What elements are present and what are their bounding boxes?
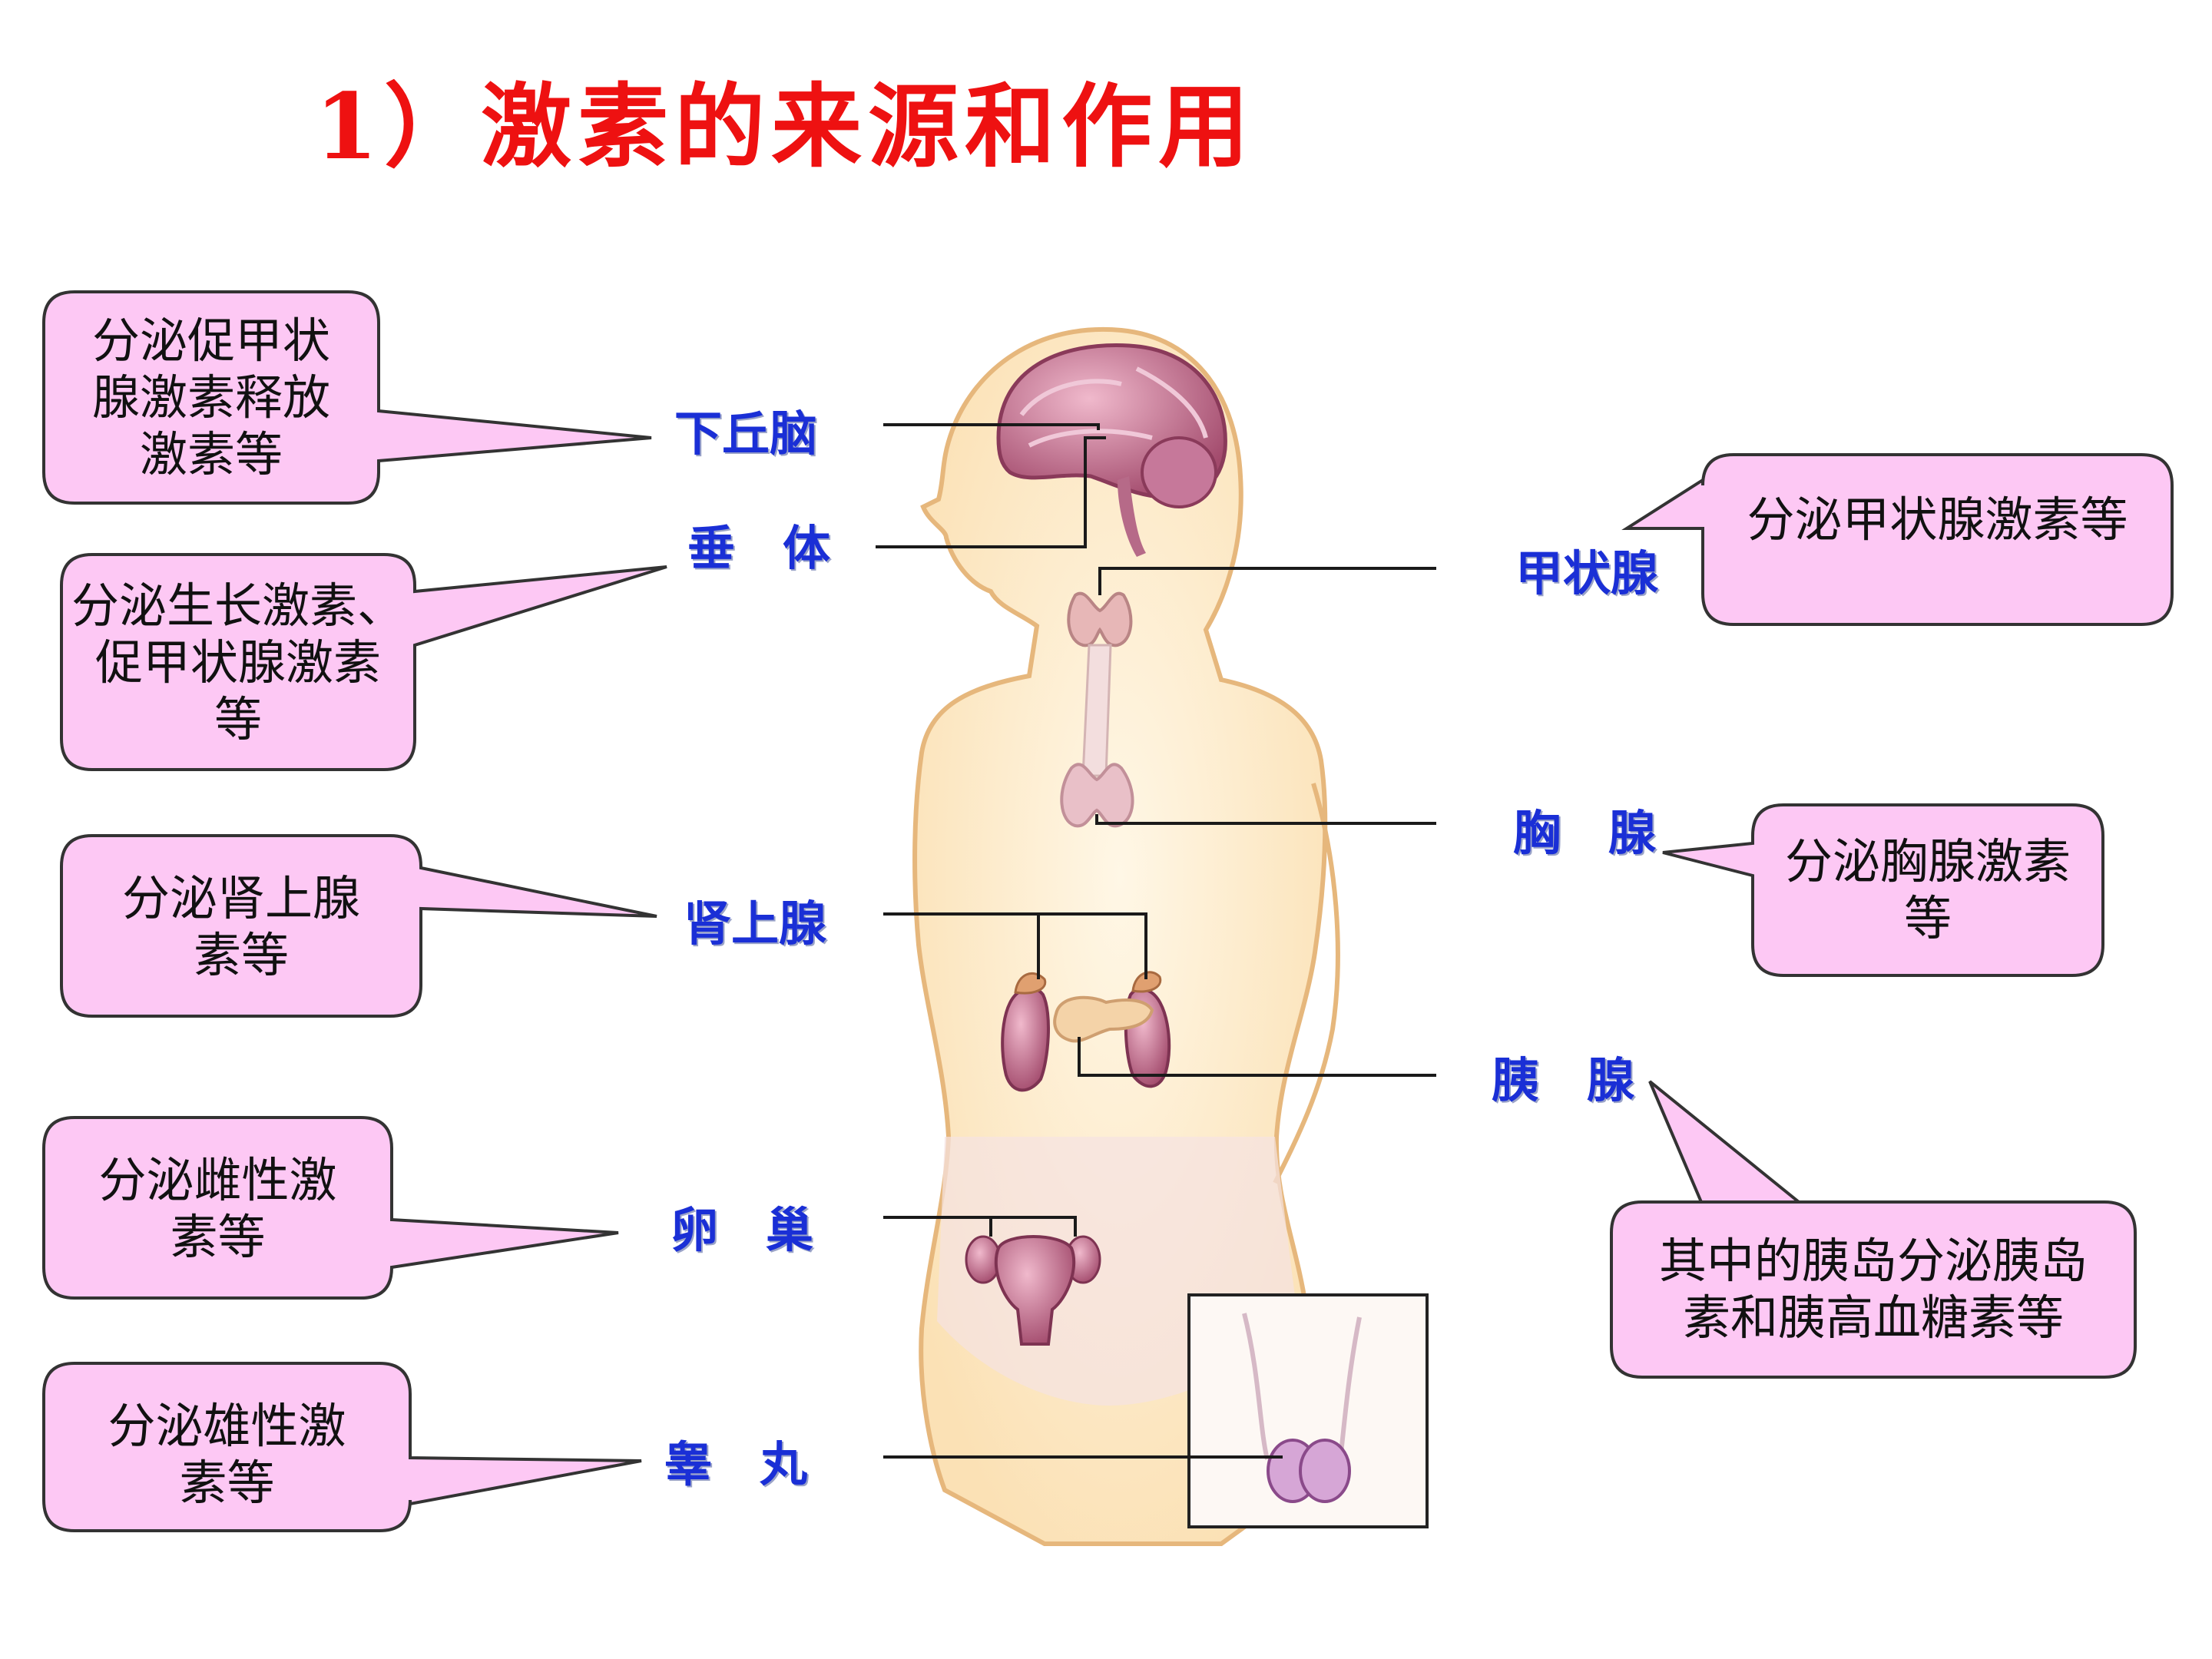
ovary-leader [883,1216,1077,1237]
thymus-label: 胸 腺 [1513,805,1657,861]
cerebellum [1141,436,1217,508]
pancreas-leader [1078,1037,1436,1077]
hypothalamus-label: 下丘脑 [674,406,818,462]
left-kidney [1001,986,1050,1092]
thyroid-gland [1067,591,1133,647]
thymus-callout-shape [1662,803,2104,977]
thymus-function-text: 分泌胸腺激素 等 [1784,833,2071,946]
pituitary-leader [876,436,1106,548]
trachea [1081,644,1112,777]
pancreas-function-text: 其中的胰岛分泌胰岛 素和胰高血糖素等 [1658,1233,2088,1346]
thyroid-callout-shape [1621,453,2174,626]
ovary-function-text: 分泌雌性激 素等 [98,1152,337,1265]
hypothalamus-function-text: 分泌促甲状 腺激素释放 激素等 [91,313,330,482]
ovary-label: 卵 巢 [671,1202,814,1258]
thyroid-label: 甲状腺 [1515,545,1659,601]
ovary-callout-shape [42,1116,619,1300]
thymus-leader [1095,814,1436,825]
brainstem [1118,476,1146,557]
brain-folds [1019,366,1208,448]
adrenal-leader [883,912,1147,979]
right-testis [1299,1439,1351,1503]
leader-lines [876,423,1436,1459]
pituitary-label: 垂 体 [687,520,831,576]
pancreas-callout-shape [1610,1080,2137,1379]
testis-function-text: 分泌雄性激 素等 [108,1398,346,1511]
pituitary-callout-shape [60,553,667,771]
right-adrenal [1131,971,1162,993]
hypothalamus-leader [883,423,1100,430]
arm-outline [1273,783,1340,1184]
thymus-gland [1060,763,1134,828]
pancreas-label: 胰 腺 [1492,1052,1635,1108]
thyroid-leader [1098,567,1436,595]
pancreas-gland [1053,995,1154,1043]
testis-inset [1187,1293,1429,1528]
human-body-figure [912,326,1340,1546]
uterus [994,1235,1076,1346]
testis-callout-shape [42,1362,642,1532]
page-title: 1）激素的来源和作用 [315,73,1256,180]
callouts [42,290,2174,1532]
thyroid-function-text: 分泌甲状腺激素等 [1747,492,2128,548]
adrenal-label: 肾上腺 [684,896,827,952]
pituitary-function-text: 分泌生长激素、 促甲状腺激素 等 [71,578,405,747]
adrenal-function-text: 分泌肾上腺 素等 [121,870,360,983]
hypothalamus-callout-shape [42,290,652,505]
adrenal-callout-shape [60,834,657,1018]
testis-label: 睾 丸 [664,1436,808,1492]
